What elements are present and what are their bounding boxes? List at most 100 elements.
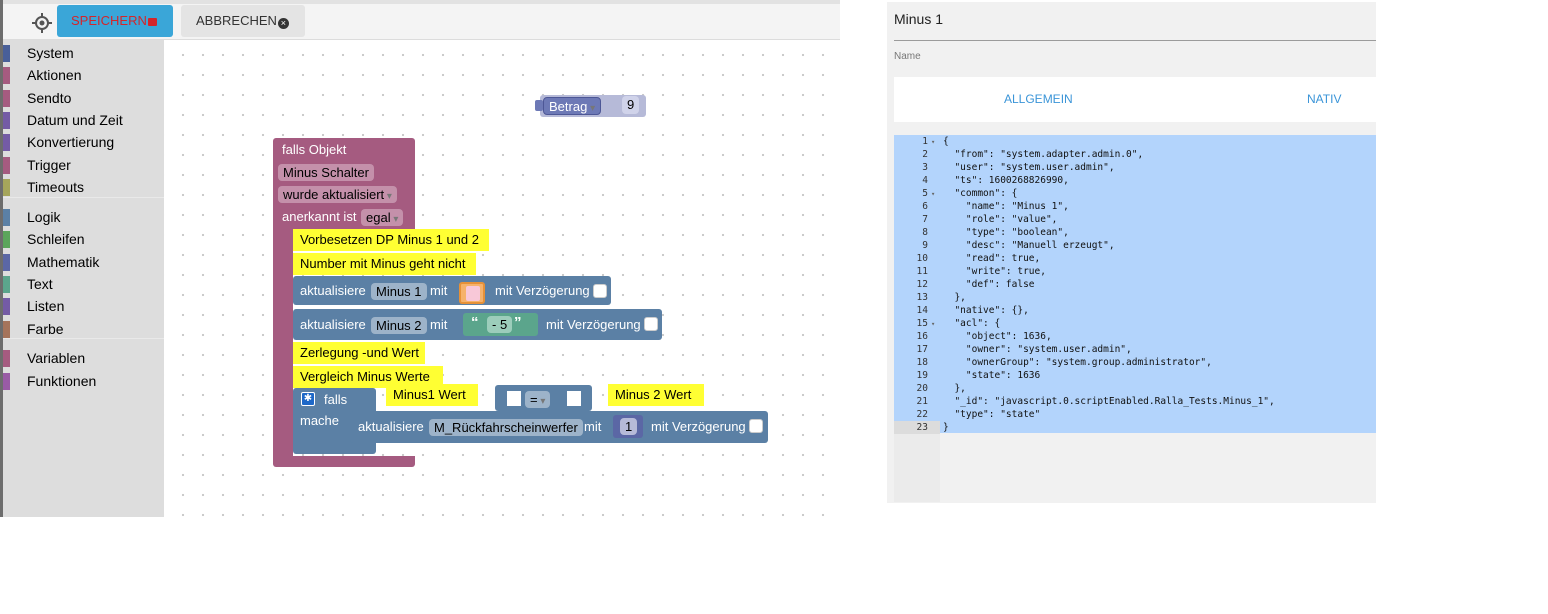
toolbox-category-logik[interactable]: Logik — [3, 206, 164, 228]
number-value-field[interactable]: 1 — [620, 418, 638, 435]
line-number: 11 — [916, 266, 928, 277]
category-color-bar — [3, 373, 10, 390]
toolbox-category-trigger[interactable]: Trigger — [3, 154, 164, 176]
toolbox-category-variablen[interactable]: Variablen — [3, 347, 164, 369]
ack-dropdown[interactable]: egal — [361, 209, 404, 226]
toolbox-category-aktionen[interactable]: Aktionen — [3, 64, 164, 86]
toolbox-category-listen[interactable]: Listen — [3, 295, 164, 317]
comment-block[interactable]: Number mit Minus geht nicht — [293, 253, 476, 275]
code-line: "native": {}, — [943, 305, 1029, 316]
line-number: 21 — [916, 396, 928, 407]
betrag-variable-dropdown[interactable]: Betrag — [543, 97, 602, 115]
code-line: } — [943, 422, 949, 433]
toolbox-category-konvertierung[interactable]: Konvertierung — [3, 131, 164, 153]
code-line: "owner": "system.user.admin", — [943, 344, 1132, 355]
save-button-label: SPEICHERN — [71, 13, 147, 28]
delay-checkbox[interactable] — [593, 284, 607, 298]
delay-checkbox[interactable] — [644, 317, 658, 331]
update-object-field[interactable]: Minus 2 — [371, 317, 427, 334]
category-color-bar — [3, 67, 10, 84]
name-field-label: Name — [894, 51, 921, 62]
code-line: "type": "boolean", — [943, 227, 1069, 238]
save-button[interactable]: SPEICHERN — [57, 5, 173, 37]
update-object-field[interactable]: M_Rückfahrscheinwerfer — [429, 419, 583, 436]
category-color-bar — [3, 350, 10, 367]
trigger-object-field[interactable]: Minus Schalter — [278, 164, 374, 181]
toolbox-category-farbe[interactable]: Farbe — [3, 318, 164, 340]
toolbox-category-label: Text — [27, 276, 53, 292]
toolbox-category-label: Listen — [27, 298, 65, 314]
update-label: aktualisiere — [300, 283, 366, 298]
toolbox-category-timeouts[interactable]: Timeouts — [3, 176, 164, 198]
block-connector — [535, 100, 543, 111]
fold-arrow-icon[interactable]: ▾ — [931, 138, 936, 146]
line-number: 2 — [922, 149, 928, 160]
fold-arrow-icon[interactable]: ▾ — [931, 190, 936, 198]
code-line: "name": "Minus 1", — [943, 201, 1069, 212]
tab-general[interactable]: ALLGEMEIN — [1004, 92, 1073, 106]
trigger-title: falls Objekt — [282, 142, 347, 157]
update-label: aktualisiere — [358, 419, 424, 434]
toolbox-separator — [3, 338, 164, 339]
update-object-field[interactable]: Minus 1 — [371, 283, 427, 300]
trigger-event-dropdown[interactable]: wurde aktualisiert — [278, 186, 397, 203]
cancel-button[interactable]: ABBRECHEN× — [181, 5, 305, 37]
code-line: "def": false — [943, 279, 1035, 290]
line-number: 17 — [916, 344, 928, 355]
toolbox-category-system[interactable]: System — [3, 42, 164, 64]
category-color-bar — [3, 231, 10, 248]
target-icon[interactable] — [31, 12, 53, 34]
property-tabs: ALLGEMEIN NATIV — [894, 77, 1376, 122]
with-label: mit — [430, 317, 448, 332]
toolbox-category-mathematik[interactable]: Mathematik — [3, 251, 164, 273]
betrag-number[interactable]: 9 — [622, 96, 640, 114]
delay-label: mit Verzögerung — [546, 317, 641, 332]
toolbox-category-sendto[interactable]: Sendto — [3, 87, 164, 109]
tab-native[interactable]: NATIV — [1307, 92, 1342, 106]
line-number: 1 — [922, 136, 928, 147]
comment-block[interactable]: Minus1 Wert — [386, 384, 478, 406]
with-label: mit — [430, 283, 448, 298]
code-line: "ts": 1600268826990, — [943, 175, 1069, 186]
toolbox-category-label: Konvertierung — [27, 134, 115, 150]
compare-left-slot[interactable] — [507, 391, 521, 406]
comment-block[interactable]: Zerlegung -und Wert — [293, 342, 425, 364]
category-color-bar — [3, 298, 10, 315]
code-line: }, — [943, 292, 966, 303]
toolbox-category-funktionen[interactable]: Funktionen — [3, 370, 164, 392]
code-line: "acl": { — [943, 318, 1001, 329]
line-number: 10 — [916, 253, 928, 264]
object-name-field[interactable]: Minus 1 — [894, 11, 944, 27]
value-slot-inner — [466, 286, 480, 301]
toolbox-category-datum-und-zeit[interactable]: Datum und Zeit — [3, 109, 164, 131]
gear-icon[interactable]: ✱ — [301, 392, 315, 406]
comment-block[interactable]: Minus 2 Wert — [608, 384, 704, 406]
comment-block[interactable]: Vergleich Minus Werte — [293, 366, 443, 388]
text-value-field[interactable]: - 5 — [487, 316, 513, 333]
fold-arrow-icon[interactable]: ▾ — [931, 320, 936, 328]
code-line: "role": "value", — [943, 214, 1058, 225]
category-color-bar — [3, 112, 10, 129]
line-number: 3 — [922, 162, 928, 173]
toolbox-category-label: Farbe — [27, 321, 64, 337]
compare-right-slot[interactable] — [567, 391, 581, 406]
line-number: 20 — [916, 383, 928, 394]
toolbox-category-text[interactable]: Text — [3, 273, 164, 295]
update-block[interactable] — [293, 276, 611, 305]
code-line: "_id": "javascript.0.scriptEnabled.Ralla… — [943, 396, 1275, 407]
code-line: "common": { — [943, 188, 1018, 199]
open-quote-icon: “ — [471, 314, 479, 331]
toolbox-category-label: Sendto — [27, 90, 72, 106]
code-line: "state": 1636 — [943, 370, 1041, 381]
json-code-editor[interactable] — [894, 135, 1376, 433]
comment-block[interactable]: Vorbesetzen DP Minus 1 und 2 — [293, 229, 489, 251]
category-color-bar — [3, 134, 10, 151]
delay-checkbox[interactable] — [749, 419, 763, 433]
delay-label: mit Verzögerung — [495, 283, 590, 298]
lock-icon — [147, 18, 157, 26]
toolbox-category-label: Aktionen — [27, 67, 82, 83]
toolbox-category-schleifen[interactable]: Schleifen — [3, 228, 164, 250]
compare-operator-dropdown[interactable]: = — [525, 391, 551, 408]
category-color-bar — [3, 321, 10, 338]
